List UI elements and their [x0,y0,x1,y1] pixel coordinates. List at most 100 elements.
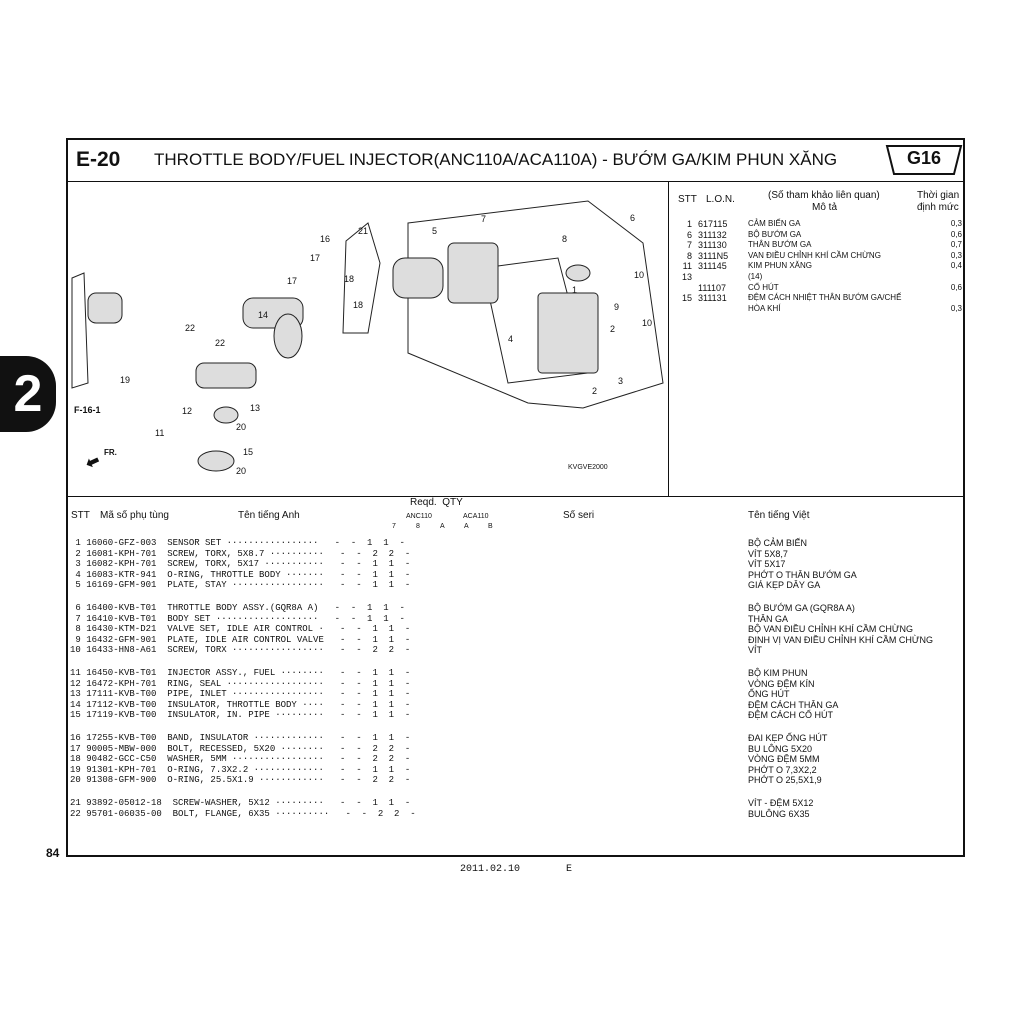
print-date: 2011.02.10 [460,864,521,875]
header-divider [66,181,965,182]
vn-group-1: BỘ CẢM BIẾN VÍT 5X8,7 VÍT 5X17 PHỚT O TH… [748,538,857,591]
labor-lon: 311130 [698,240,727,251]
vn-group-3: BỘ KIM PHUN VÒNG ĐỆM KÍN ỐNG HÚT ĐỆM CÁC… [748,668,839,721]
labor-time: 0,3 [950,303,962,313]
col-sub-7: 7 [392,523,396,530]
labor-desc: HÒA KHÍ [748,303,781,313]
labor-row: 7 311130 THÂN BƯỚM GA 0,7 [672,240,962,251]
parts-group-1: 1 16060-GFZ-003 SENSOR SET ·············… [75,538,411,591]
labor-time: 0,3 [950,250,962,260]
labor-time: 0,3 [950,219,962,228]
parts-group-3: 11 16450-KVB-T01 INJECTOR ASSY., FUEL ··… [70,668,411,721]
callout-1: 1 [572,285,578,295]
labor-time: 0,6 [950,282,962,292]
callout-22b: 22 [215,338,226,348]
callout-22: 22 [185,323,196,333]
callout-17b: 17 [287,276,298,286]
callout-12: 12 [182,406,193,416]
exploded-diagram [71,200,664,472]
labor-lon: 111107 [698,282,727,293]
front-label: FR. [104,448,117,457]
callout-8: 8 [562,234,568,244]
col-sub-8: 8 [416,523,420,530]
labor-lon: 3111N5 [698,250,729,261]
callout-6: 6 [630,213,636,223]
col-en-name-header: Tên tiếng Anh [238,510,300,521]
group-code: G16 [906,148,942,168]
col-stt-header: STT [71,510,90,521]
callout-19: 19 [120,375,131,385]
labor-lon: 311131 [698,293,727,304]
labor-stt: 7 [686,240,692,251]
parts-group-4: 16 17255-KVB-T00 BAND, INSULATOR ·······… [70,733,411,786]
callout-7: 7 [481,214,487,224]
labor-stt: 6 [686,229,692,240]
labor-stt: 15 [681,293,692,304]
labor-desc-header: Mô tả [812,202,838,213]
labor-time-header-2: định mức [917,202,959,213]
labor-desc: KIM PHUN XĂNG [748,261,813,271]
diagram-divider [66,496,965,497]
vn-group-5: VÍT - ĐỆM 5X12 BULÔNG 6X35 [748,798,814,819]
labor-row: HÒA KHÍ 0,3 [672,304,962,315]
labor-lon-header: L.O.N. [706,194,735,205]
section-tab [0,356,56,432]
col-sub-a2: A [464,523,469,530]
vn-group-2: BỘ BƯỚM GA (GQR8A A) THÂN GA BỘ VAN ĐIỀU… [748,603,934,656]
labor-time-header: Thời gian [917,190,960,201]
labor-lon: 617115 [698,219,728,229]
col-sub-b: B [488,523,493,530]
callout-10: 10 [634,270,645,280]
vn-group-4: ĐAI KẸP ỐNG HÚT BU LÔNG 5X20 VÒNG ĐỆM 5M… [748,733,828,786]
callout-11: 11 [155,428,165,438]
callout-20: 20 [236,422,247,432]
callout-20b: 20 [236,466,247,476]
callout-2b: 2 [592,386,598,396]
labor-desc: THÂN BƯỚM GA [748,240,812,250]
parts-group-5: 21 93892-05012-18 SCREW-WASHER, 5X12 ···… [70,798,416,819]
section-tab-number: 2 [13,365,43,423]
labor-row: 111107 CỔ HÚT 0,6 [672,283,962,294]
diagram-code: E-20 [76,148,121,171]
labor-time: 0,7 [950,240,962,250]
callout-17: 17 [310,253,321,263]
callout-2: 2 [610,324,616,334]
labor-desc: CỔ HÚT [748,282,779,292]
col-aca-header: ACA110 [463,513,489,520]
callout-13: 13 [250,403,261,413]
callout-4: 4 [508,334,514,344]
callout-15: 15 [243,447,254,457]
edition-mark: E [566,864,573,875]
page-number: 84 [46,846,60,860]
labor-time: 0,4 [950,261,962,271]
col-vn-name-header: Tên tiếng Việt [748,510,810,521]
callout-3: 3 [618,376,624,386]
callout-21: 21 [358,226,369,236]
labor-desc: BỘ BƯỚM GA [748,229,802,239]
labor-row: 15 311131 ĐỆM CÁCH NHIỆT THÂN BƯỚM GA/CHẾ [672,293,962,304]
col-qty-header: Reqd. QTY [410,497,463,508]
reference-label: F-16-1 [74,405,101,415]
labor-desc: ĐỆM CÁCH NHIỆT THÂN BƯỚM GA/CHẾ [748,293,902,303]
parts-group-2: 6 16400-KVB-T01 THROTTLE BODY ASSY.(GQR8… [70,603,411,656]
col-part-no-header: Mã số phụ tùng [100,510,169,521]
callout-5: 5 [432,226,438,236]
labor-desc: CẢM BIẾN GA [748,219,801,228]
callout-14: 14 [258,310,269,320]
callout-18b: 18 [353,300,364,310]
callout-16: 16 [320,234,331,244]
labor-stt-header: STT [678,194,697,205]
labor-divider [668,181,669,496]
labor-ref-header: (Số tham khảo liên quan) [768,190,880,201]
labor-desc: VAN ĐIỀU CHỈNH KHÍ CẦM CHỪNG [748,250,881,260]
page-frame [66,138,965,857]
labor-lon: 311132 [698,229,727,240]
group-badge [885,145,963,175]
labor-row: 6 311132 BỘ BƯỚM GA 0,6 [672,230,962,241]
labor-time: 0,6 [950,229,962,239]
labor-row: 13(14) [672,272,962,283]
